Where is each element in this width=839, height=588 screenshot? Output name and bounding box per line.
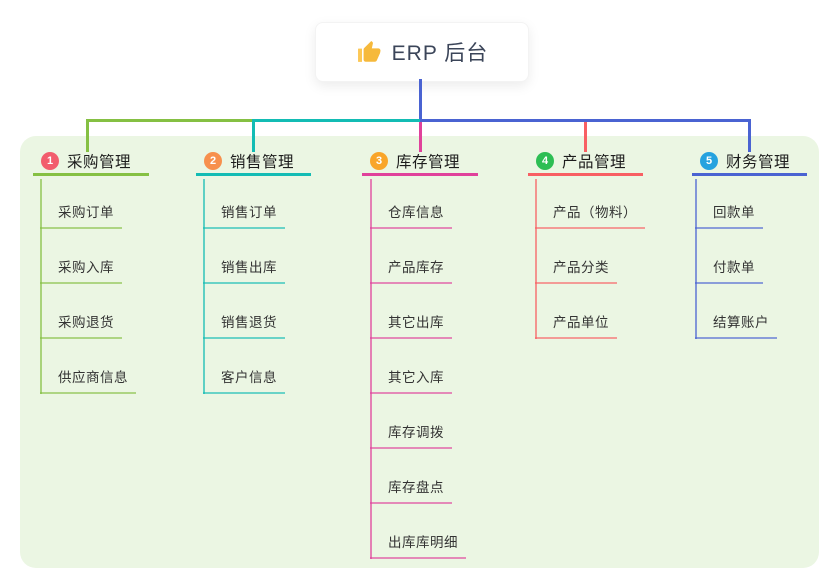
branch-trunk-line [40,179,42,394]
branch-label: 销售管理 [230,153,295,171]
mindmap-node[interactable]: 库存调拨 [370,424,452,449]
branch-number-badge: 3 [370,151,388,170]
mindmap-node[interactable]: 销售订单 [203,204,285,229]
mindmap-node[interactable]: 产品（物料） [535,204,645,229]
branch-trunk-line [695,179,697,339]
branch-number-badge: 4 [536,151,554,170]
mindmap-node[interactable]: 供应商信息 [40,369,136,394]
mindmap-node[interactable]: 出库库明细 [370,534,466,559]
branch-5-header[interactable]: 5 财务管理 [692,148,807,176]
mindmap-node[interactable]: 库存盘点 [370,479,452,504]
branch-drop-line [252,119,255,152]
branch-drop-line [584,122,587,152]
branch-trunk-line [535,179,537,339]
mindmap-node[interactable]: 产品分类 [535,259,617,284]
mindmap-node[interactable]: 产品单位 [535,314,617,339]
mindmap-node[interactable]: 采购退货 [40,314,122,339]
branch-drop-line [748,119,751,152]
branch-drop-line [419,122,422,152]
mindmap-node[interactable]: 其它入库 [370,369,452,394]
thumbs-up-icon [357,40,381,62]
branch-2-header[interactable]: 2 销售管理 [196,148,311,176]
mindmap-node[interactable]: 付款单 [695,259,763,284]
branch-4-header[interactable]: 4 产品管理 [528,148,643,176]
mindmap-node[interactable]: 销售退货 [203,314,285,339]
branch-number-badge: 1 [41,151,59,170]
mindmap-node[interactable]: 采购入库 [40,259,122,284]
mindmap-node[interactable]: 回款单 [695,204,763,229]
root-node[interactable]: ERP 后台 [315,22,529,82]
mindmap-node[interactable]: 销售出库 [203,259,285,284]
branch-3-header[interactable]: 3 库存管理 [362,148,478,176]
connector-segment [420,119,751,122]
root-stem-line [419,79,422,119]
connector-segment [252,119,420,122]
branch-number-badge: 5 [700,151,718,170]
mindmap-node[interactable]: 仓库信息 [370,204,452,229]
root-title: ERP 后台 [391,42,489,65]
branch-drop-line [86,119,89,152]
mindmap-panel [20,136,819,568]
branch-1-header[interactable]: 1 采购管理 [33,148,149,176]
mindmap-node[interactable]: 其它出库 [370,314,452,339]
branch-number-badge: 2 [204,151,222,170]
mindmap-node[interactable]: 结算账户 [695,314,777,339]
branch-trunk-line [203,179,205,394]
branch-trunk-line [370,179,372,559]
mindmap-node[interactable]: 采购订单 [40,204,122,229]
branch-label: 采购管理 [67,153,132,171]
branch-label: 产品管理 [562,153,627,171]
branch-label: 库存管理 [396,153,461,171]
mindmap-node[interactable]: 产品库存 [370,259,452,284]
connector-segment [86,119,252,122]
mindmap-node[interactable]: 客户信息 [203,369,285,394]
branch-label: 财务管理 [726,153,791,171]
